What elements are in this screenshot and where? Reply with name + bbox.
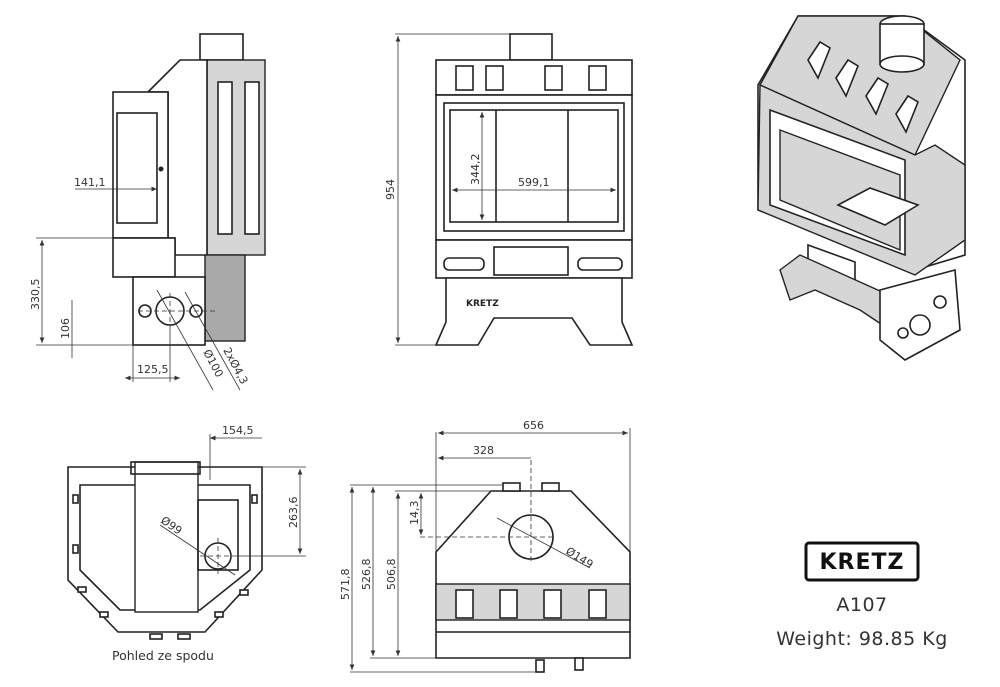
dim-glass-width: 599,1 xyxy=(518,176,550,189)
top-view: 656 328 571,8 526,8 506,8 14,3 Ø149 xyxy=(339,419,631,673)
dim-inlet-height: 106 xyxy=(59,318,72,339)
isometric-view xyxy=(757,15,966,361)
dim-half-width: 328 xyxy=(473,444,494,457)
bottom-view: 154,5 263,6 Ø99 Pohled ze spodu xyxy=(67,424,306,663)
dim-depth-mid: 526,8 xyxy=(360,559,373,591)
weight-label: Weight: 98.85 Kg xyxy=(776,628,948,650)
dim-width: 656 xyxy=(523,419,544,432)
dim-total-height: 954 xyxy=(384,179,397,200)
dim-flue-offset: 14,3 xyxy=(408,501,421,526)
brand-logo: KRETZ xyxy=(820,550,905,575)
dim-holes: 2xØ4,3 xyxy=(220,345,250,386)
dim-bottom-depth: 263,6 xyxy=(287,497,300,529)
front-view: KRETZ 954 344,2 599,1 xyxy=(384,33,634,346)
side-view: 141,1 330,5 106 125,5 Ø100 2xØ4,3 xyxy=(29,33,266,391)
dim-door-depth: 141,1 xyxy=(74,176,106,189)
dim-base-height: 330,5 xyxy=(29,279,42,311)
bottom-view-caption: Pohled ze spodu xyxy=(112,648,214,663)
info-block: KRETZ A107 Weight: 98.85 Kg xyxy=(776,541,948,650)
front-logo: KRETZ xyxy=(466,299,499,309)
model-name: A107 xyxy=(836,594,887,616)
dim-depth-body: 506,8 xyxy=(385,559,398,591)
dim-glass-height: 344,2 xyxy=(469,154,482,186)
dim-inlet-offset: 125,5 xyxy=(137,363,169,376)
dim-bottom-offset: 154,5 xyxy=(222,424,254,437)
brand-logo-frame xyxy=(804,541,920,582)
dim-depth-total: 571,8 xyxy=(339,569,352,601)
